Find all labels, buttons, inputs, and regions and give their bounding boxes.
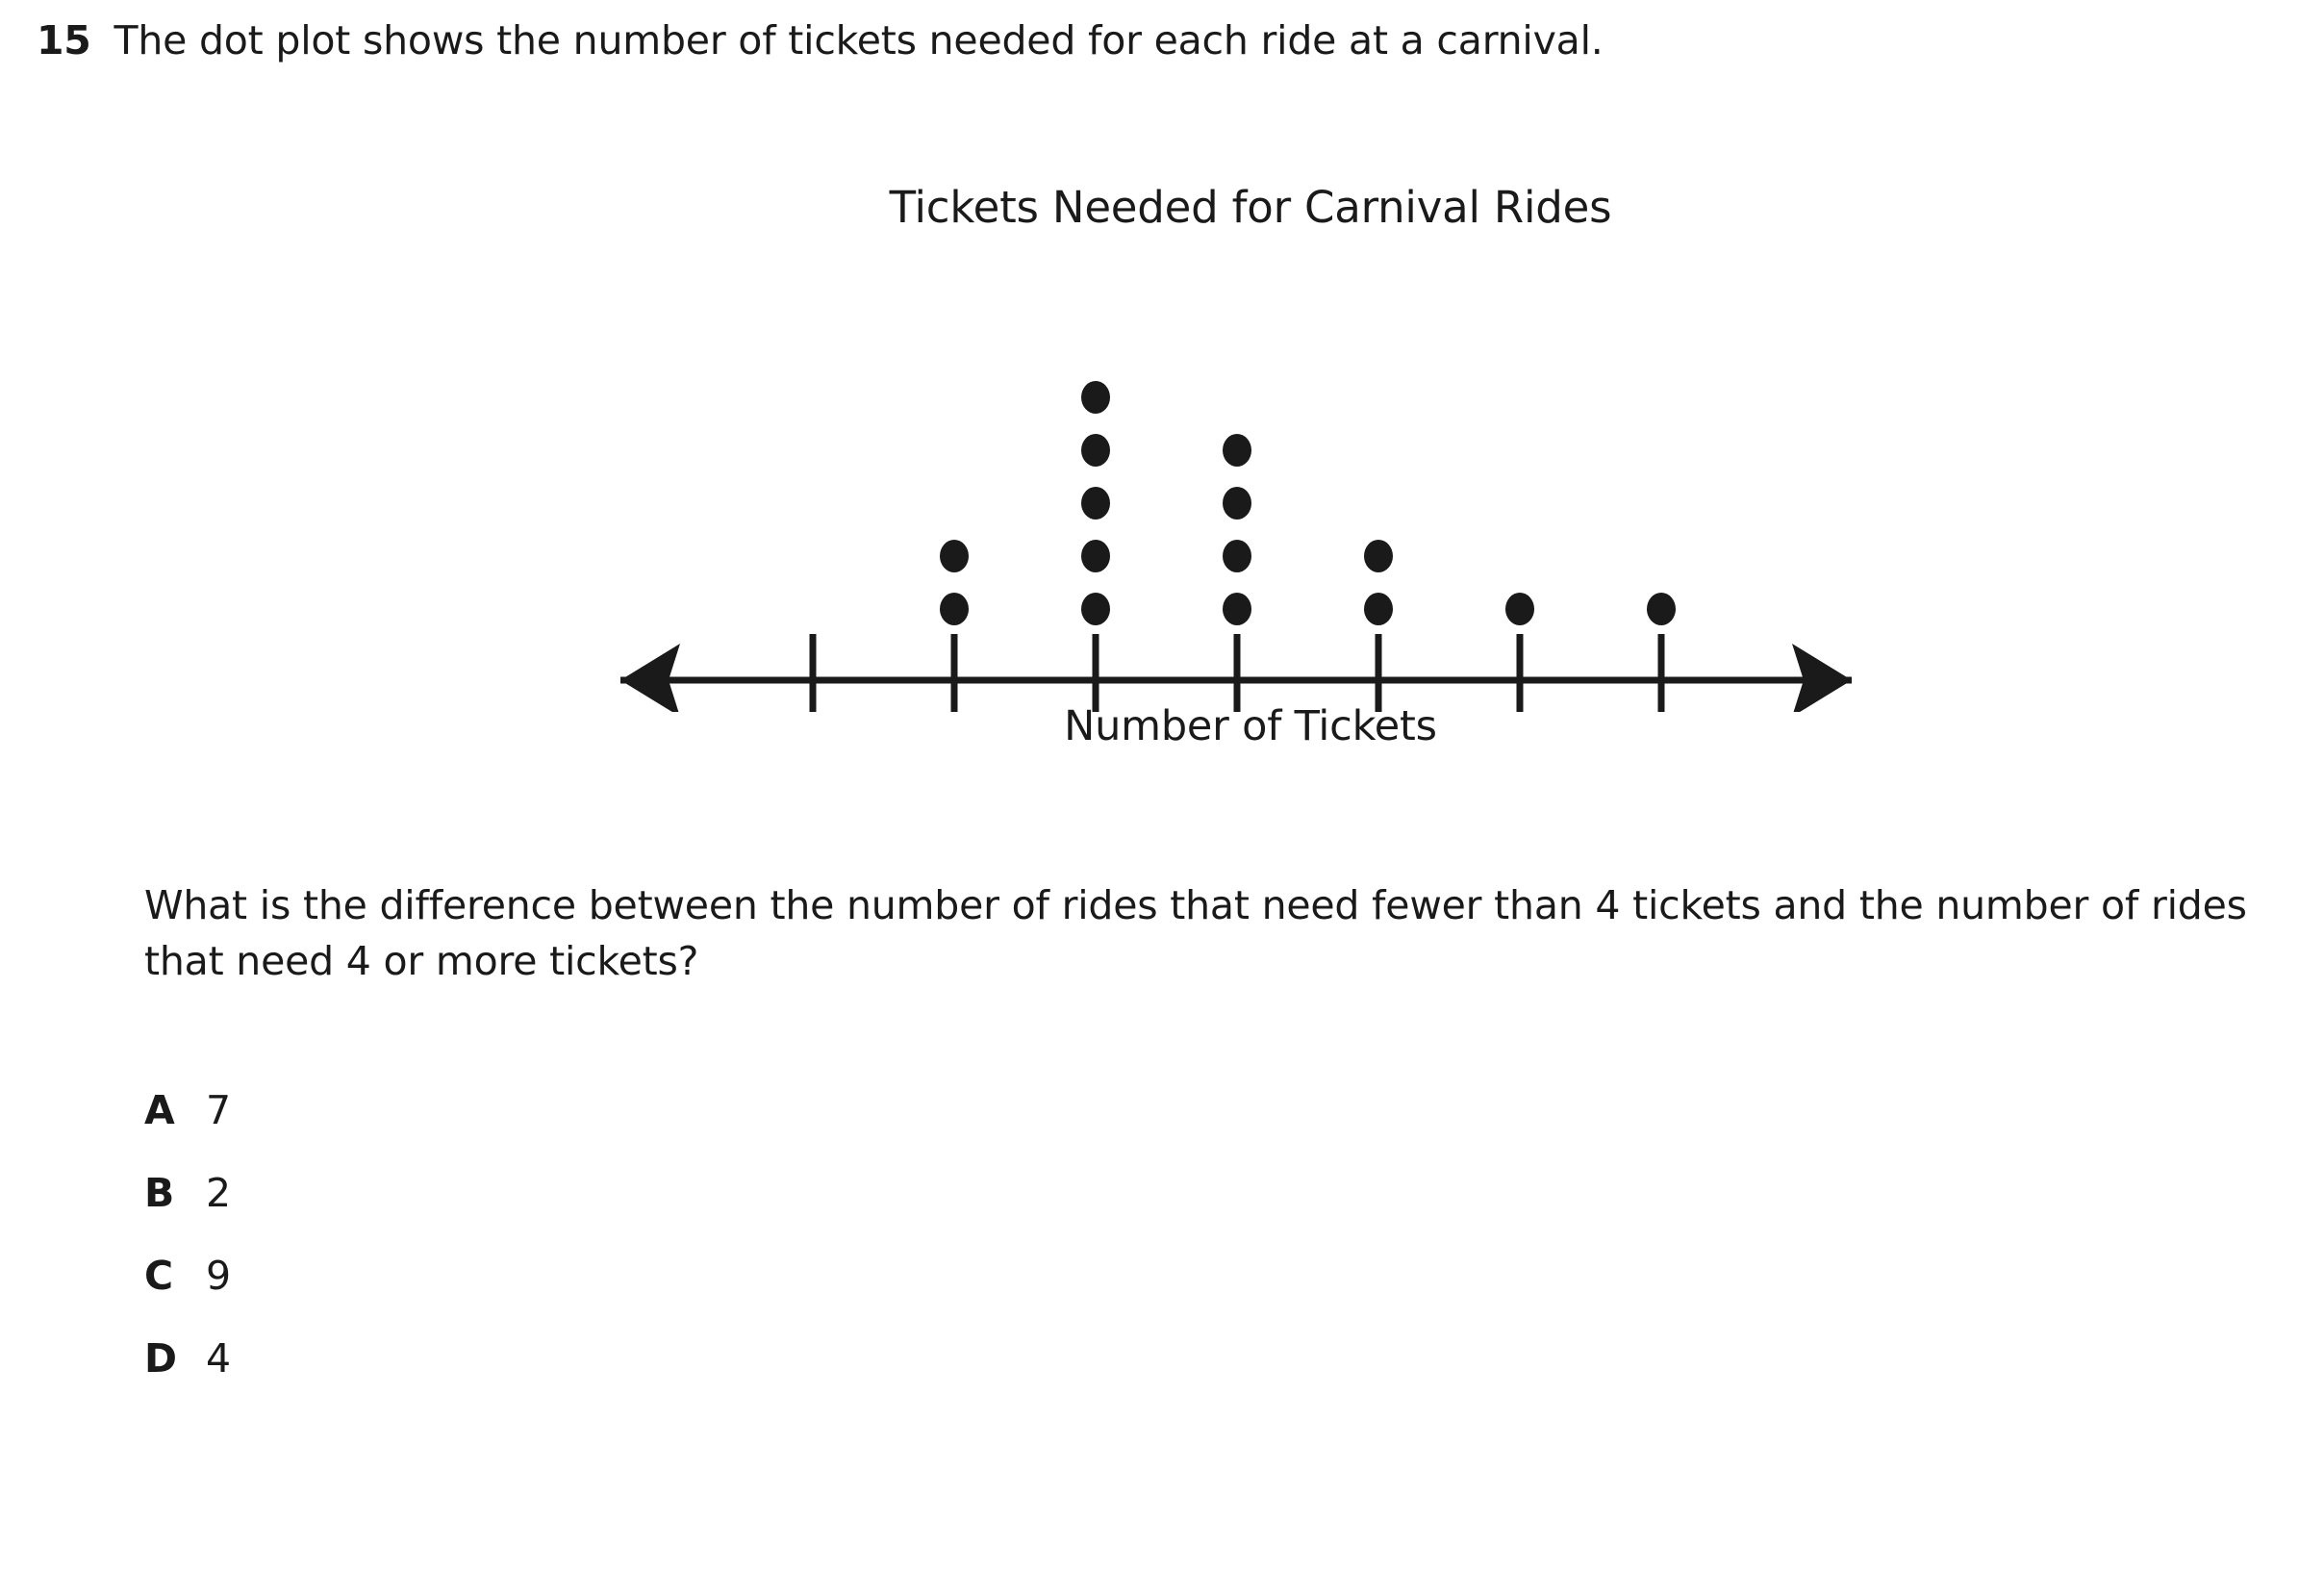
answer-choices: A 7 B 2 C 9 D 4 (144, 1085, 1010, 1416)
axis-tick-marks (809, 634, 1665, 712)
choice-value: 7 (206, 1087, 232, 1133)
question-stem: 15 The dot plot shows the number of tick… (37, 15, 2287, 65)
answer-choice-c[interactable]: C 9 (144, 1251, 1010, 1333)
x-axis-label: Number of Tickets (1064, 702, 1437, 750)
question-number: 15 (37, 17, 91, 63)
choice-value: 2 (206, 1170, 232, 1216)
question-prompt: What is the difference between the numbe… (144, 882, 2247, 984)
dot-plot-figure: Tickets Needed for Carnival Rides 012345… (577, 173, 1924, 789)
answer-choice-d[interactable]: D 4 (144, 1333, 1010, 1416)
answer-choice-b[interactable]: B 2 (144, 1168, 1010, 1251)
answer-choice-a[interactable]: A 7 (144, 1085, 1010, 1168)
choice-value: 9 (206, 1253, 232, 1299)
choice-value: 4 (206, 1335, 232, 1382)
question-stem-text: The dot plot shows the number of tickets… (114, 17, 1604, 63)
choice-letter: D (144, 1335, 178, 1382)
choice-letter: C (144, 1253, 174, 1299)
choice-letter: A (144, 1087, 175, 1133)
dot-plot-canvas: 0123456 (577, 260, 1924, 712)
dot-plot-svg: 0123456 (620, 381, 1852, 712)
chart-title: Tickets Needed for Carnival Rides (889, 182, 1612, 233)
choice-letter: B (144, 1170, 175, 1216)
data-dots (940, 381, 1676, 625)
